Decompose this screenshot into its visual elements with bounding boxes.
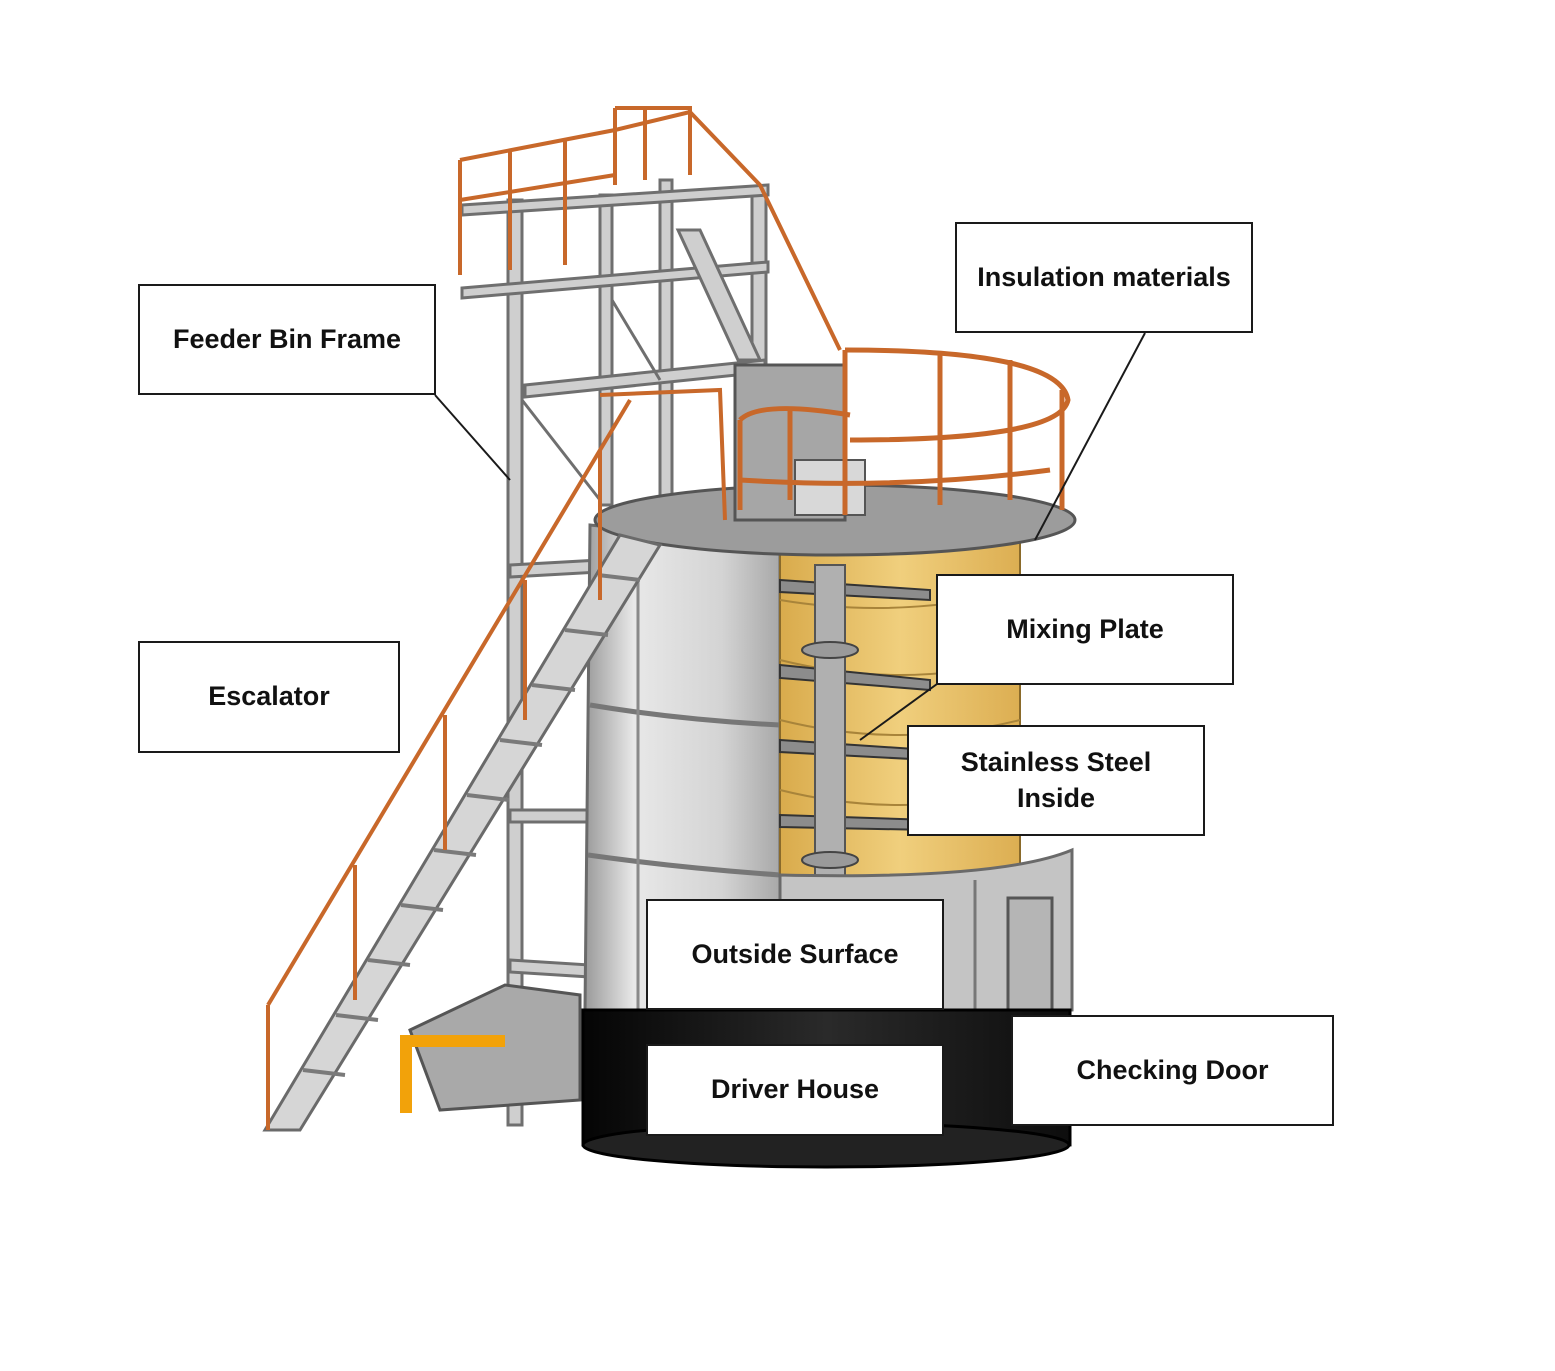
label-driver-house: Driver House <box>646 1044 944 1136</box>
label-mixing-plate: Mixing Plate <box>936 574 1234 685</box>
label-stainless-steel-inside: Stainless Steel Inside <box>907 725 1205 836</box>
label-escalator: Escalator <box>138 641 400 753</box>
checking-door-panel <box>1006 896 1054 1012</box>
top-platform-railing <box>458 106 842 351</box>
label-outside-surface: Outside Surface <box>646 899 944 1010</box>
leader-lines <box>434 332 1146 741</box>
label-feeder-bin-frame: Feeder Bin Frame <box>138 284 436 395</box>
escalator-railing <box>266 387 727 1130</box>
tank-top-railing <box>737 347 1071 515</box>
label-insulation-materials: Insulation materials <box>955 222 1253 333</box>
escalator-structure <box>262 533 663 1132</box>
feeding-hopper <box>400 983 582 1113</box>
label-checking-door: Checking Door <box>1011 1015 1334 1126</box>
